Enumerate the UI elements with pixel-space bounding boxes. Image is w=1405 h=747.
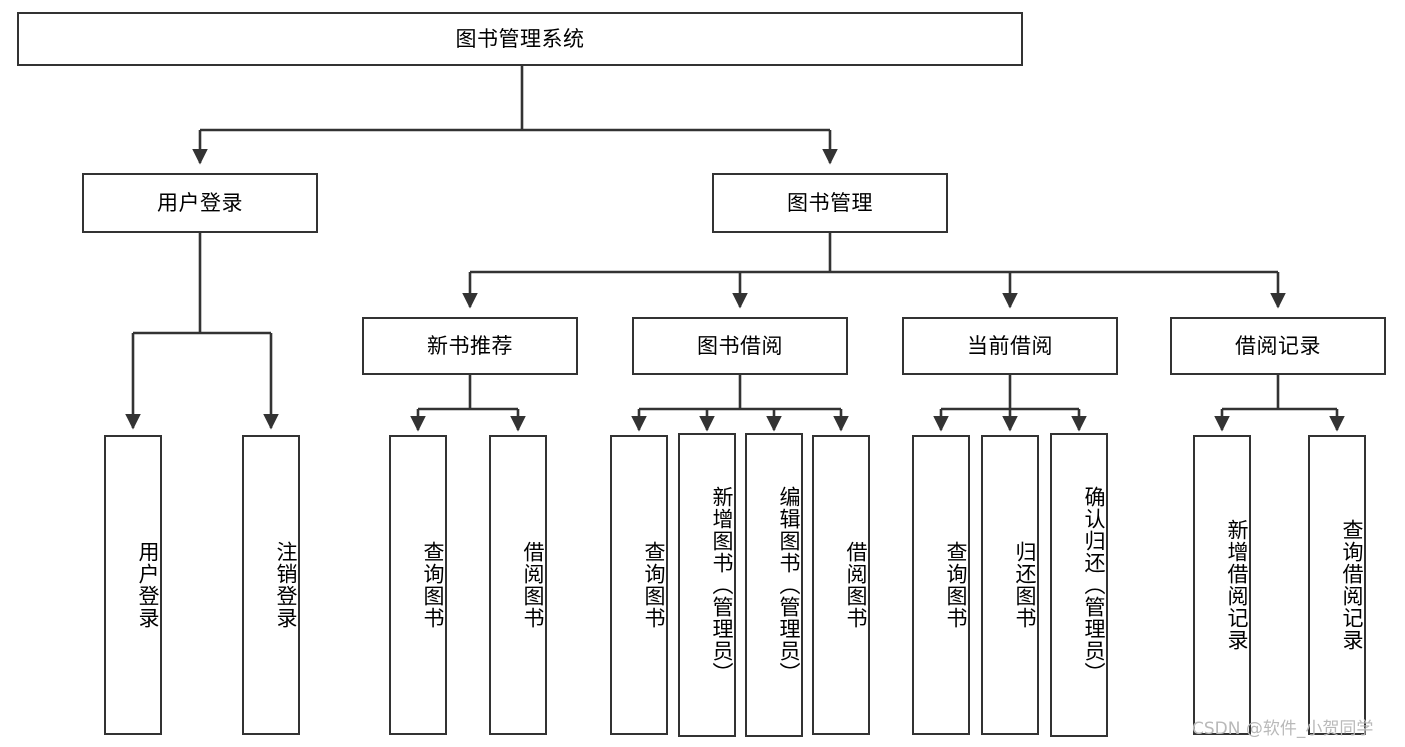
- leaf-current-borrow-query[interactable]: 查询图书: [912, 435, 970, 735]
- leaf-current-borrow-return[interactable]: 归还图书: [981, 435, 1039, 735]
- leaf-book-borrow-borrow[interactable]: 借阅图书: [812, 435, 870, 735]
- leaf-borrow-record-query[interactable]: 查询借阅记录: [1308, 435, 1366, 735]
- leaf-book-borrow-add-admin[interactable]: 新增图书（管理员）: [678, 433, 736, 737]
- node-book-borrow[interactable]: 图书借阅: [632, 317, 848, 375]
- leaf-label: 借阅图书: [521, 541, 545, 629]
- leaf-label: 查询图书: [944, 541, 968, 629]
- leaf-new-book-borrow[interactable]: 借阅图书: [489, 435, 547, 735]
- node-borrow-record-label: 借阅记录: [1235, 333, 1321, 358]
- leaf-label: 归还图书: [1013, 541, 1037, 629]
- node-root[interactable]: 图书管理系统: [17, 12, 1023, 66]
- leaf-current-borrow-confirm-admin[interactable]: 确认归还（管理员）: [1050, 433, 1108, 737]
- leaf-label: 编辑图书（管理员）: [777, 486, 801, 684]
- leaf-user-login-signin[interactable]: 用户登录: [104, 435, 162, 735]
- leaf-label: 新增借阅记录: [1225, 519, 1249, 651]
- leaf-label: 新增图书（管理员）: [710, 486, 734, 684]
- node-user-login[interactable]: 用户登录: [82, 173, 318, 233]
- node-book-management[interactable]: 图书管理: [712, 173, 948, 233]
- leaf-label: 查询图书: [421, 541, 445, 629]
- node-user-login-label: 用户登录: [157, 190, 243, 215]
- leaf-label: 查询图书: [642, 541, 666, 629]
- node-borrow-record[interactable]: 借阅记录: [1170, 317, 1386, 375]
- node-new-book-recommend[interactable]: 新书推荐: [362, 317, 578, 375]
- node-current-borrow[interactable]: 当前借阅: [902, 317, 1118, 375]
- leaf-label: 用户登录: [136, 541, 160, 629]
- node-current-borrow-label: 当前借阅: [967, 333, 1053, 358]
- node-root-label: 图书管理系统: [455, 26, 585, 51]
- leaf-label: 确认归还（管理员）: [1082, 486, 1106, 684]
- leaf-user-login-signout[interactable]: 注销登录: [242, 435, 300, 735]
- csdn-watermark: CSDN @软件_小贺同学: [1192, 719, 1374, 739]
- leaf-borrow-record-add[interactable]: 新增借阅记录: [1193, 435, 1251, 735]
- node-book-management-label: 图书管理: [787, 190, 873, 215]
- leaf-label: 借阅图书: [844, 541, 868, 629]
- leaf-label: 查询借阅记录: [1340, 519, 1364, 651]
- node-book-borrow-label: 图书借阅: [697, 333, 783, 358]
- leaf-book-borrow-query[interactable]: 查询图书: [610, 435, 668, 735]
- leaf-new-book-query[interactable]: 查询图书: [389, 435, 447, 735]
- leaf-label: 注销登录: [274, 541, 298, 629]
- node-new-book-recommend-label: 新书推荐: [427, 333, 513, 358]
- leaf-book-borrow-edit-admin[interactable]: 编辑图书（管理员）: [745, 433, 803, 737]
